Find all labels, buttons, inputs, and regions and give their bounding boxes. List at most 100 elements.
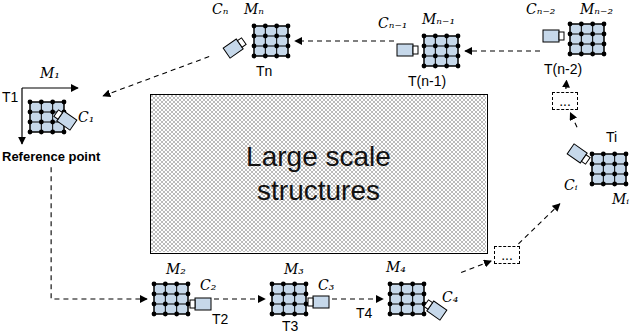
camera-lens	[54, 110, 63, 119]
grid-dot	[590, 32, 595, 37]
grid-line	[570, 54, 604, 55]
station-label: T3	[282, 319, 298, 334]
grid-dot	[602, 32, 607, 37]
grid-dot	[579, 42, 584, 47]
grid-dot	[399, 282, 404, 287]
grid-line	[424, 66, 458, 67]
ellipsis-box: ...	[494, 246, 520, 264]
camera-label: C₃	[318, 278, 334, 293]
grid-dot	[612, 182, 617, 187]
camera-symbol	[50, 104, 82, 136]
grid-dot	[388, 292, 393, 297]
grid-line	[272, 304, 306, 305]
grid-dot	[292, 312, 297, 317]
dashed-arrow	[214, 298, 265, 299]
grid-dot	[270, 292, 275, 297]
camera-lens	[559, 32, 564, 40]
marker-grid	[420, 32, 462, 70]
grid-dot	[601, 162, 606, 167]
grid-dot	[433, 54, 438, 59]
grid-dot	[263, 54, 268, 59]
grid-dot	[152, 292, 157, 297]
grid-line	[570, 44, 604, 45]
grid-line	[154, 304, 188, 305]
grid-dot	[456, 64, 461, 69]
grid-line	[176, 284, 177, 314]
grid-dot	[624, 182, 629, 187]
grid-dot	[579, 52, 584, 57]
grid-dot	[186, 282, 191, 287]
grid-fill	[390, 284, 424, 314]
grid-line	[165, 284, 166, 314]
camera-label: Cₙ	[212, 2, 228, 17]
grid-dot	[399, 312, 404, 317]
grid-dot	[433, 44, 438, 49]
grid-line	[570, 24, 571, 54]
grid-line	[390, 304, 424, 305]
camera-lens	[237, 38, 246, 47]
camera-lens	[581, 155, 590, 164]
camera-label: Cₙ₋₁	[378, 16, 407, 31]
grid-line	[52, 102, 53, 132]
grid-dot	[612, 162, 617, 167]
grid-dot	[568, 32, 573, 37]
camera-label: C₂	[200, 278, 216, 293]
grid-dot	[602, 52, 607, 57]
camera-body	[195, 298, 211, 310]
grid-line	[424, 36, 458, 37]
grid-dot	[163, 312, 168, 317]
grid-dot	[39, 130, 44, 135]
grid-line	[592, 24, 593, 54]
grid-dot	[252, 24, 257, 29]
grid-dot	[270, 312, 275, 317]
dashed-arrow	[103, 57, 209, 96]
grid-dot	[444, 64, 449, 69]
grid-line	[41, 102, 42, 132]
grid-line	[592, 184, 626, 185]
grid-line	[446, 36, 447, 66]
structure-title: Large scale structures	[194, 140, 444, 207]
grid-line	[412, 284, 413, 314]
grid-dot	[252, 54, 257, 59]
grid-dot	[152, 302, 157, 307]
grid-dot	[174, 302, 179, 307]
grid-dot	[388, 312, 393, 317]
grid-dot	[304, 292, 309, 297]
grid-line	[603, 154, 604, 184]
station-label: T2	[212, 312, 228, 327]
grid-line	[424, 284, 425, 314]
reference-axes	[26, 98, 27, 99]
camera-body	[313, 296, 329, 308]
camera-label: C₄	[442, 290, 458, 305]
grid-dot	[612, 152, 617, 157]
grid-dot	[456, 44, 461, 49]
grid-dot	[292, 282, 297, 287]
grid-line	[276, 26, 277, 56]
grid-line	[390, 294, 424, 295]
camera-label: C₁	[78, 110, 94, 125]
grid-dot	[39, 120, 44, 125]
camera-label: Cₙ₋₂	[526, 2, 555, 17]
grid-dot	[624, 172, 629, 177]
station-label: Tn	[256, 64, 272, 79]
dotted-fill	[151, 95, 486, 252]
dashed-arrow	[461, 261, 491, 272]
camera-station: TiMᵢCᵢ	[588, 150, 630, 188]
grid-line	[30, 102, 31, 132]
grid-dot	[612, 172, 617, 177]
camera-body	[397, 44, 413, 56]
dashed-arrow	[570, 113, 577, 128]
axis-arrow	[22, 87, 78, 88]
grid-dot	[579, 32, 584, 37]
camera-lens	[190, 300, 195, 308]
grid-dot	[422, 64, 427, 69]
grid-dot	[602, 42, 607, 47]
marker-grid	[250, 22, 292, 60]
dashed-arrow	[518, 204, 559, 244]
grid-dot	[274, 34, 279, 39]
grid-dot	[39, 110, 44, 115]
grid-dot	[624, 152, 629, 157]
grid-line	[30, 132, 64, 133]
marker-label: Mₙ₋₂	[580, 2, 613, 17]
